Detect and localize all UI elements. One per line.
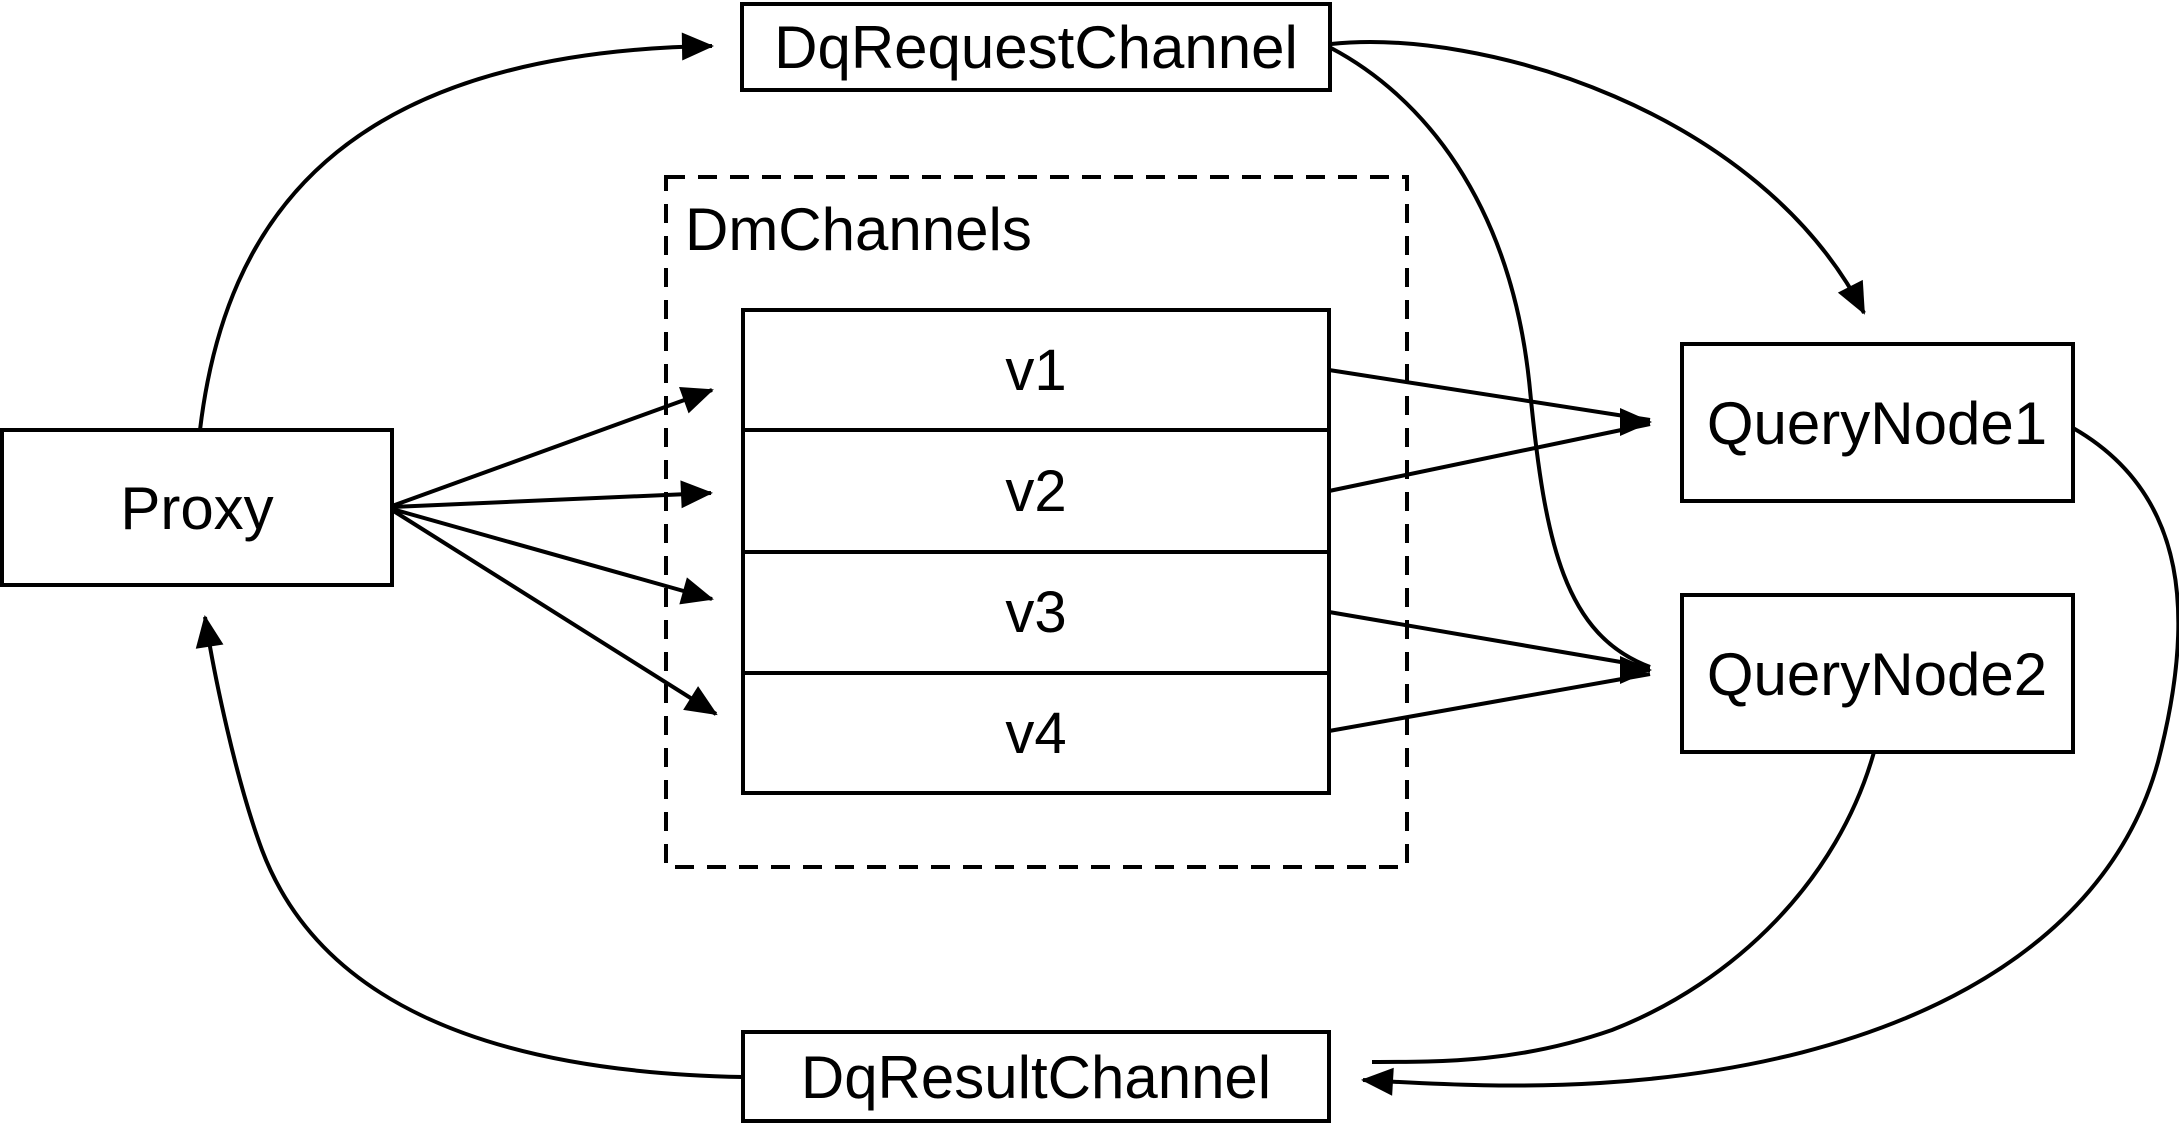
edge-dqresultchannel-to-proxy (195, 615, 744, 1079)
edge-proxy-to-dqrequestchannel (198, 32, 714, 431)
edge-proxy-to-v3 (391, 507, 714, 605)
channel-row-v1: v1 (1005, 338, 1066, 403)
dmchannels-container: DmChannels (664, 175, 1409, 869)
channel-row-v4: v4 (1005, 701, 1066, 766)
dqrequestchannel-box (740, 2, 1332, 92)
querynode2-box (1680, 593, 2075, 754)
edge-proxy-to-v1 (391, 387, 714, 508)
node-dqrequestchannel: DqRequestChannel (740, 2, 1332, 92)
dqresultchannel-box (741, 1030, 1331, 1123)
node-querynode2: QueryNode2 (1680, 593, 2075, 754)
querynode1-box (1680, 342, 2075, 503)
edge-proxy-to-v2 (391, 480, 713, 509)
edge-querynode2-to-dqresultchannel (1371, 751, 1876, 1064)
channel-table: v1 v2 v3 v4 (741, 308, 1331, 795)
edge-dqrequestchannel-to-querynode2 (1330, 46, 1651, 669)
querynode1-label: QueryNode1 (1707, 390, 2047, 457)
dmchannels-label: DmChannels (685, 196, 1032, 263)
dqrequestchannel-label: DqRequestChannel (774, 14, 1298, 81)
edge-v2-to-querynode1 (1328, 422, 1651, 493)
node-dqresultchannel: DqResultChannel (741, 1030, 1331, 1123)
proxy-label: Proxy (120, 475, 273, 542)
proxy-box (0, 428, 394, 587)
channel-row-v3: v3 (1005, 580, 1066, 645)
edge-querynode1-to-dqresultchannel (1361, 426, 2179, 1096)
edge-v4-to-querynode2 (1328, 672, 1651, 733)
node-proxy: Proxy (0, 428, 394, 587)
dqresultchannel-label: DqResultChannel (801, 1044, 1271, 1111)
edge-v3-to-querynode2 (1328, 610, 1651, 669)
edge-dqrequestchannel-to-querynode1 (1330, 40, 1866, 315)
channel-row-v2: v2 (1005, 459, 1066, 524)
querynode2-label: QueryNode2 (1707, 641, 2047, 708)
node-querynode1: QueryNode1 (1680, 342, 2075, 503)
edge-v1-to-querynode1 (1328, 368, 1651, 422)
dmchannels-dashed-border (664, 175, 1409, 869)
edge-proxy-to-v4 (390, 508, 718, 716)
